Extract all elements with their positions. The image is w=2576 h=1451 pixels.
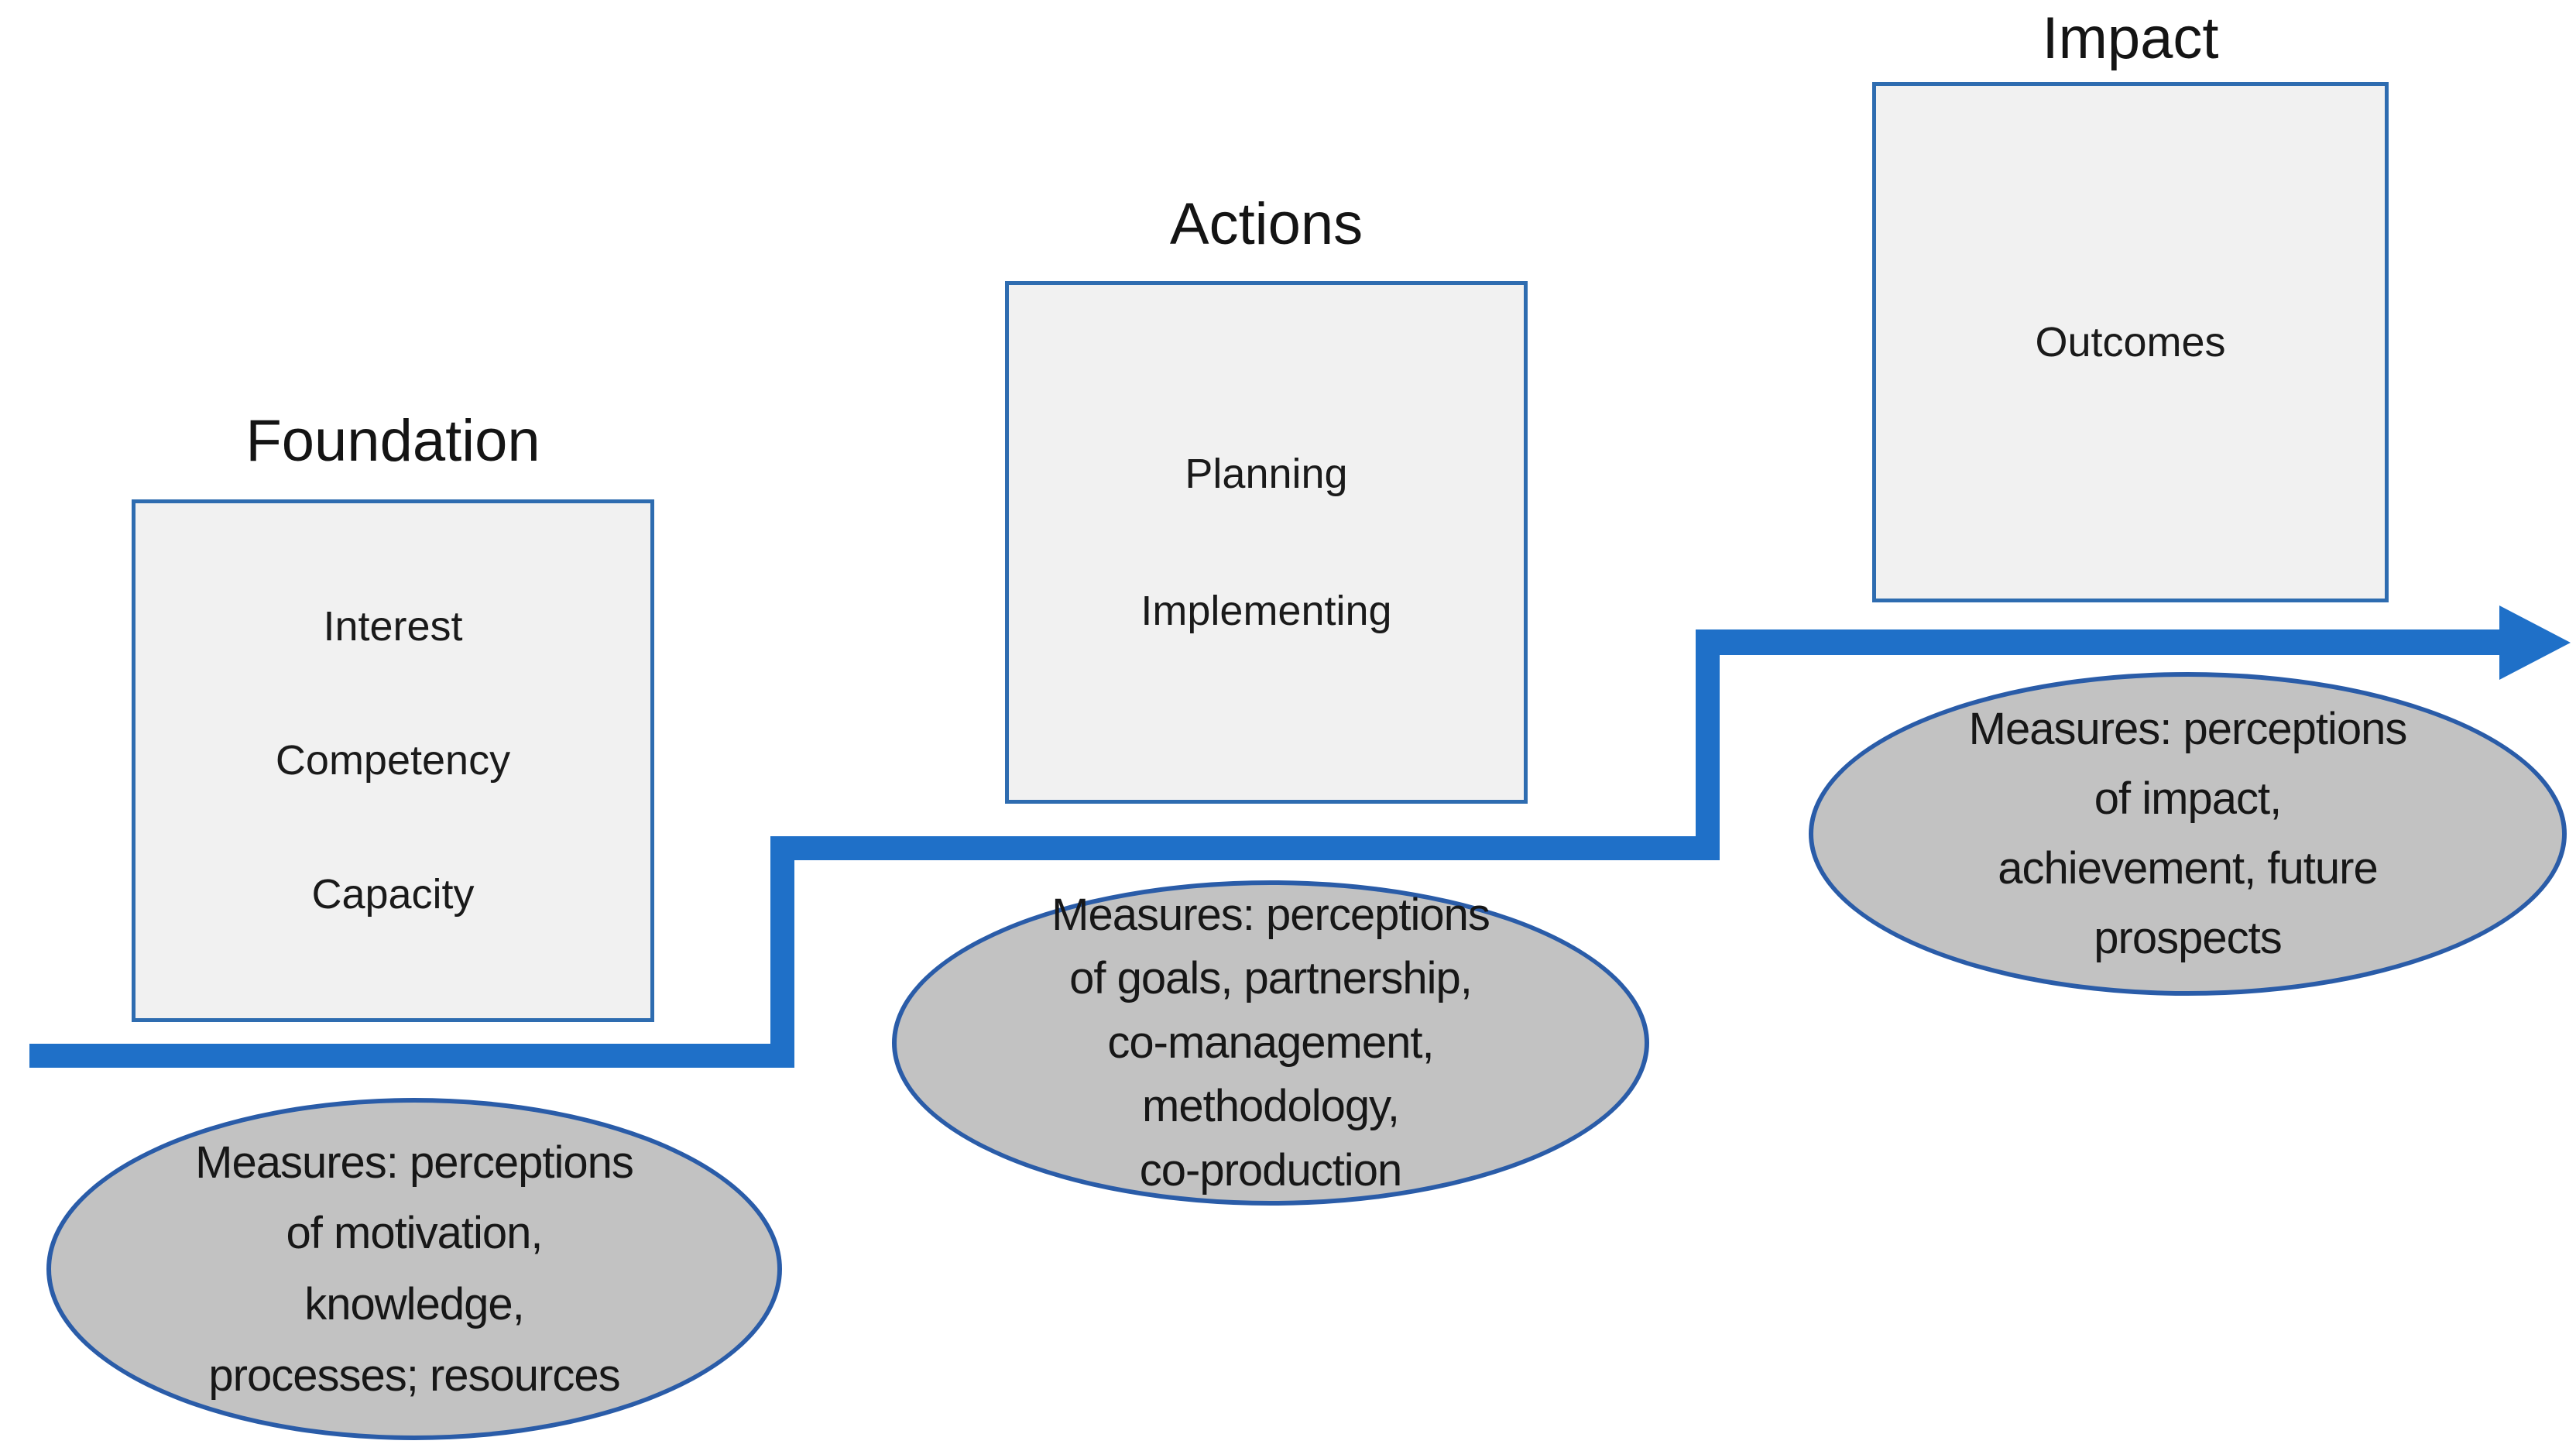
actions-item-implementing: Implementing <box>1141 587 1392 634</box>
actions-measures-ellipse: Measures: perceptions of goals, partners… <box>892 880 1649 1206</box>
foundation-item-capacity: Capacity <box>311 870 475 918</box>
measure-line: achievement, future <box>1998 843 2378 894</box>
arrow-riser-2 <box>1696 629 1720 860</box>
measure-line: of impact, <box>2094 774 2282 825</box>
arrow-segment-middle <box>770 836 1720 860</box>
impact-item-outcomes: Outcomes <box>2035 318 2226 365</box>
impact-box: Outcomes <box>1872 82 2389 602</box>
foundation-item-interest: Interest <box>323 603 463 650</box>
foundation-box: Interest Competency Capacity <box>132 499 654 1022</box>
arrow-riser-1 <box>770 836 794 1068</box>
measure-line: co-production <box>1139 1144 1402 1195</box>
measure-line: of motivation, <box>286 1208 544 1259</box>
measure-line: Measures: perceptions <box>1051 890 1490 941</box>
measure-line: Measures: perceptions <box>195 1137 634 1188</box>
measure-line: Measures: perceptions <box>1968 704 2408 755</box>
measure-line: processes; resources <box>208 1350 620 1401</box>
stage-title-foundation: Foundation <box>245 408 540 474</box>
actions-item-planning: Planning <box>1185 450 1348 497</box>
arrow-head-icon <box>2499 605 2571 680</box>
stage-title-impact: Impact <box>2042 5 2219 71</box>
measure-line: of goals, partnership, <box>1069 953 1473 1004</box>
measure-line: co-management, <box>1107 1017 1434 1068</box>
actions-box: Planning Implementing <box>1005 281 1528 804</box>
foundation-item-competency: Competency <box>275 737 511 784</box>
measure-line: methodology, <box>1142 1081 1400 1132</box>
measure-line: prospects <box>2094 912 2282 963</box>
stage-title-actions: Actions <box>1169 191 1363 257</box>
impact-measures-ellipse: Measures: perceptions of impact, achieve… <box>1809 672 2567 996</box>
measure-line: knowledge, <box>304 1279 524 1329</box>
arrow-segment-bottom <box>29 1044 794 1068</box>
arrow-segment-top <box>1696 629 2502 655</box>
foundation-measures-ellipse: Measures: perceptions of motivation, kno… <box>46 1098 782 1440</box>
